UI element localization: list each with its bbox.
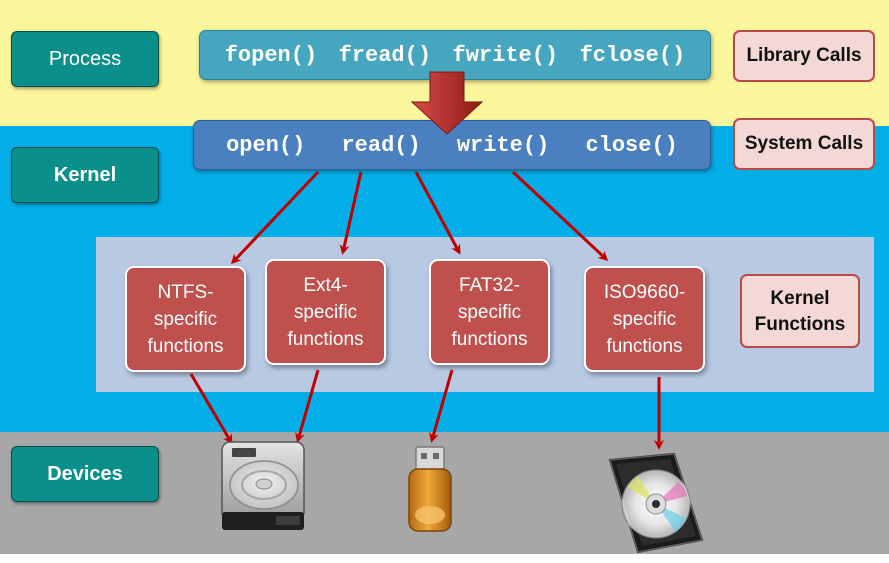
arrow-ext4-to-disk bbox=[295, 369, 320, 443]
fopen-call: fopen() bbox=[224, 42, 318, 68]
fat32-line3: functions bbox=[451, 328, 528, 350]
library-to-system-arrow bbox=[410, 71, 484, 135]
ext4-line3: functions bbox=[287, 328, 364, 350]
kernel-layer-label: Kernel bbox=[11, 147, 159, 203]
ntfs-functions-box: NTFS- specific functions bbox=[125, 266, 246, 372]
library-calls-bar: fopen() fread() fwrite() fclose() bbox=[199, 30, 711, 80]
fat32-line1: FAT32- bbox=[459, 274, 520, 296]
fat32-functions-box: FAT32- specific functions bbox=[429, 259, 550, 365]
devices-layer-label: Devices bbox=[11, 446, 159, 502]
arrow-fat32-to-usb bbox=[429, 369, 454, 443]
fclose-call: fclose() bbox=[579, 42, 686, 68]
write-call: write() bbox=[456, 132, 550, 158]
read-call: read() bbox=[341, 132, 421, 158]
arrow-to-fat32 bbox=[414, 171, 461, 255]
fread-call: fread() bbox=[338, 42, 432, 68]
arrow-to-iso9660 bbox=[511, 170, 609, 262]
hard-drive-icon bbox=[221, 441, 305, 530]
iso9660-line2: specific bbox=[612, 308, 677, 330]
kernel-functions-label-line1: Kernel bbox=[770, 288, 830, 309]
close-call: close() bbox=[585, 132, 678, 158]
library-calls-label: Library Calls bbox=[733, 30, 875, 82]
system-calls-label: System Calls bbox=[733, 118, 875, 170]
cd-disc-icon bbox=[608, 452, 704, 554]
open-call: open() bbox=[226, 132, 306, 158]
arrow-to-ntfs bbox=[230, 170, 320, 265]
arrow-to-ext4 bbox=[339, 171, 363, 255]
iso9660-line3: functions bbox=[606, 335, 683, 357]
iso9660-line1: ISO9660- bbox=[603, 281, 686, 303]
ntfs-line3: functions bbox=[147, 335, 224, 357]
fwrite-call: fwrite() bbox=[452, 42, 559, 68]
kernel-functions-label: Kernel Functions bbox=[740, 274, 860, 348]
ntfs-line1: NTFS- bbox=[157, 281, 214, 303]
ext4-line2: specific bbox=[293, 301, 358, 323]
usb-drive-icon bbox=[408, 446, 452, 532]
iso9660-functions-box: ISO9660- specific functions bbox=[584, 266, 705, 372]
arrow-ntfs-to-disk bbox=[189, 373, 233, 445]
ext4-line1: Ext4- bbox=[303, 274, 348, 296]
ext4-functions-box: Ext4- specific functions bbox=[265, 259, 386, 365]
kernel-functions-label-line2: Functions bbox=[754, 314, 846, 335]
ntfs-line2: specific bbox=[153, 308, 218, 330]
fat32-line2: specific bbox=[457, 301, 522, 323]
process-layer-label: Process bbox=[11, 31, 159, 87]
